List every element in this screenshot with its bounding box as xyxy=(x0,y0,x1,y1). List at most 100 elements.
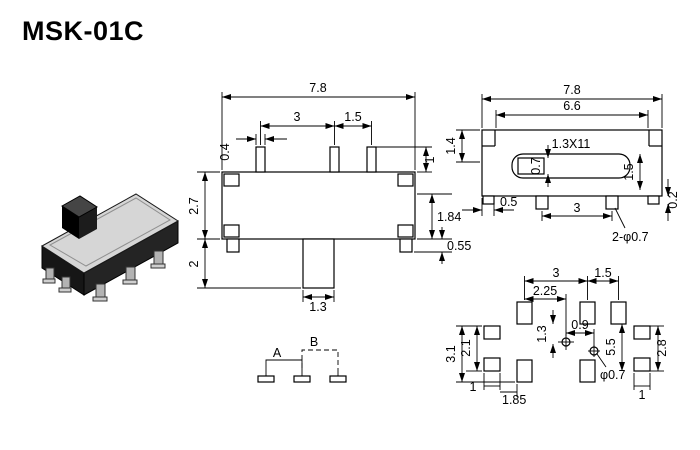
dim-top-inner-width: 6.6 xyxy=(495,99,649,128)
dim-label: 7.8 xyxy=(563,83,580,97)
dim-label: 0.2 xyxy=(666,191,680,208)
dim-front-pin-pitch-a: 3 xyxy=(260,110,335,145)
front-lug xyxy=(223,173,240,187)
schematic-pad xyxy=(329,375,347,383)
dim-label: 1 xyxy=(423,156,437,163)
dim-label: φ0.7 xyxy=(600,368,626,382)
dim-top-holes: 2-φ0.7 xyxy=(612,207,649,244)
dim-fp-hole-offset: 2.25 xyxy=(524,284,567,336)
dim-label: 1.4 xyxy=(444,137,458,154)
dim-label: 1 xyxy=(470,380,477,394)
front-actuator-stem xyxy=(302,238,335,289)
dim-top-edge-gap: 0.5 xyxy=(462,195,517,216)
dim-label: 1.5 xyxy=(622,163,636,180)
footprint-lug-pad xyxy=(483,325,501,340)
front-bottom-tab xyxy=(226,238,240,253)
dim-top-overall-width: 7.8 xyxy=(481,83,663,128)
dim-label: 2.8 xyxy=(655,339,669,356)
dim-fp-pad-to-hole: 1.3 xyxy=(535,310,556,358)
top-pin xyxy=(535,195,549,210)
top-corner-tab xyxy=(482,195,495,205)
front-view xyxy=(221,146,416,289)
front-terminal-pin xyxy=(329,146,340,173)
dim-label: 2 xyxy=(187,260,201,267)
dim-top-knob-width: 0.7 xyxy=(529,145,551,187)
dim-fp-pitch-b: 1.5 xyxy=(587,266,619,300)
dim-front-pin-pitch-b: 1.5 xyxy=(334,110,372,145)
dim-fp-lug-gap: 1.85 xyxy=(500,384,526,407)
schematic-pad xyxy=(293,375,311,383)
dim-top-pin-pitch: 3 xyxy=(541,201,613,221)
dim-front-lug-height: 0.55 xyxy=(414,227,471,264)
dim-front-overall-width: 7.8 xyxy=(221,81,416,170)
front-lug xyxy=(397,173,414,187)
dim-label: 1.84 xyxy=(437,210,461,224)
top-knob xyxy=(517,157,545,175)
dim-fp-span-right: 2.8 xyxy=(650,325,669,372)
front-terminal-pin xyxy=(366,146,377,173)
dim-label: 0.5 xyxy=(500,195,517,209)
footprint-lug-pad xyxy=(483,357,501,372)
dim-fp-span-left-inner: 2.1 xyxy=(459,326,482,372)
footprint-pad xyxy=(516,301,533,325)
dim-label: 0.55 xyxy=(447,239,471,253)
front-lug xyxy=(397,224,414,238)
position-schematic: A B xyxy=(257,335,347,383)
footprint-pad xyxy=(516,359,533,383)
dim-label: 0.4 xyxy=(218,143,232,160)
front-body xyxy=(221,171,416,240)
dim-fp-span-inner: 5.5 xyxy=(604,324,625,371)
dim-fp-lug-width-left: 1 xyxy=(470,373,501,394)
footprint-lug-pad xyxy=(633,325,651,340)
dim-label: 1.5 xyxy=(594,266,611,280)
dim-fp-span-left-outer: 3.1 xyxy=(444,325,515,383)
dim-label: 7.8 xyxy=(309,81,326,95)
dim-top-frame-edge: 1.4 xyxy=(444,129,480,163)
front-lug xyxy=(223,224,240,238)
top-pin xyxy=(605,195,619,210)
dim-label: 0.9 xyxy=(571,318,588,332)
dim-label: 1.3 xyxy=(309,300,326,314)
front-bottom-tab xyxy=(399,238,413,253)
schematic-pad xyxy=(257,375,275,383)
dim-label: 3 xyxy=(553,266,560,280)
page-title: MSK-01C xyxy=(22,16,145,46)
dim-label: 2.1 xyxy=(459,339,473,356)
isometric-view xyxy=(41,193,179,302)
dim-label: 5.5 xyxy=(604,338,618,355)
footprint-pad xyxy=(610,301,627,325)
position-b-label: B xyxy=(310,335,318,349)
position-a-label: A xyxy=(273,346,282,360)
dim-fp-lug-width-right: 1 xyxy=(633,373,651,402)
dim-front-terminal-depth: 1.84 xyxy=(417,193,461,240)
dim-label: 3 xyxy=(294,110,301,124)
dim-label: 1.3 xyxy=(535,325,549,342)
dim-top-slot-depth: 1.5 xyxy=(622,154,643,190)
dim-label: 3 xyxy=(574,201,581,215)
switch-cover-frame-line xyxy=(48,197,171,267)
dim-label: 2-φ0.7 xyxy=(612,230,649,244)
dim-label: 0.7 xyxy=(529,157,543,174)
dim-label: 6.6 xyxy=(563,99,580,113)
footprint-dimensions: 3 1.5 2.25 1.3 0.9 5.5 xyxy=(444,266,669,407)
dim-front-pin-height: 1 xyxy=(376,146,437,173)
position-b-bracket xyxy=(301,349,339,368)
switch-top-cover xyxy=(41,193,179,274)
dim-front-stem-length: 2 xyxy=(187,239,301,289)
footprint-pad xyxy=(579,301,596,325)
footprint-lug-pad xyxy=(633,357,651,372)
dim-slot-size-label: 1.3X11 xyxy=(552,137,591,151)
dim-top-pin-offset: 0.2 xyxy=(665,179,680,221)
switch-side-pin-foot xyxy=(58,287,72,293)
dim-fp-hole-dia: φ0.7 xyxy=(596,353,626,382)
dim-label: 1.5 xyxy=(344,110,361,124)
top-view-dimensions: 7.8 6.6 1.3X11 1.4 0.7 1.5 xyxy=(444,83,680,244)
switch-side-pin-foot xyxy=(42,278,56,284)
position-a-bracket xyxy=(265,359,303,368)
dim-label: 2.7 xyxy=(187,197,201,214)
dim-front-body-height: 2.7 xyxy=(187,171,220,240)
dim-label: 2.25 xyxy=(533,284,557,298)
footprint-view xyxy=(483,301,651,383)
top-corner-tab xyxy=(647,195,660,205)
